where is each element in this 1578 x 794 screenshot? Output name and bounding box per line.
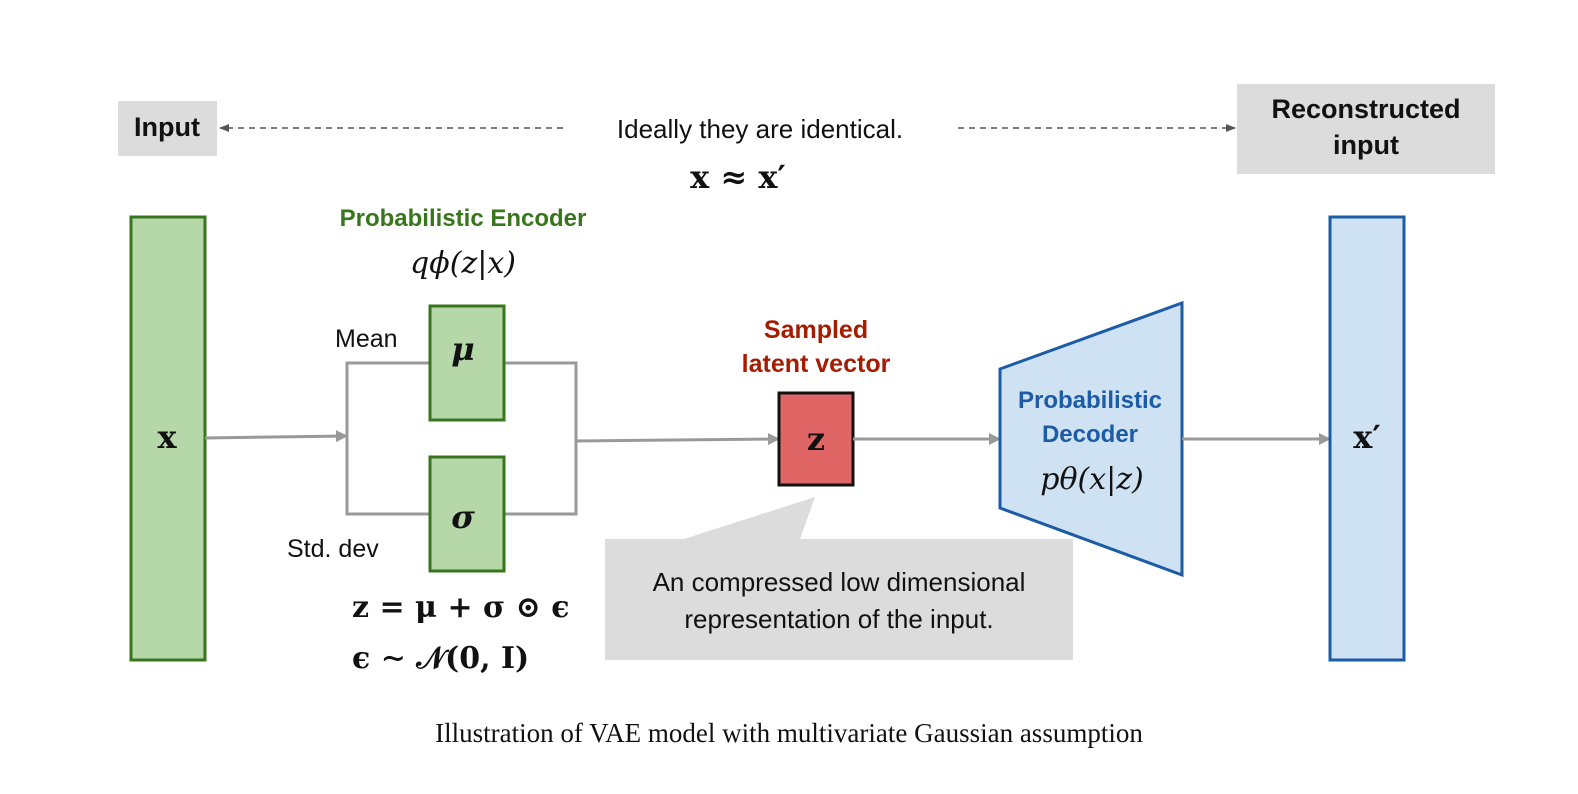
output-x-prime-block	[1328, 215, 1406, 662]
decoder-formula: pθ(x|z)	[1040, 462, 1144, 497]
reparam-formula: z = μ + σ ⊙ ϵ	[352, 590, 569, 625]
sampled-label-line1: Sampled	[764, 316, 868, 344]
mu-label: μ	[451, 330, 474, 368]
noise-formula: ϵ ∼ 𝒩(0, I)	[352, 641, 529, 676]
output-x-prime-label: x′	[1353, 418, 1381, 456]
encoder-bracket-right	[504, 361, 578, 516]
std-dev-label: Std. dev	[287, 535, 379, 563]
arrow-encoder-to-z	[575, 433, 780, 446]
decoder-trapezoid	[998, 300, 1184, 578]
encoder-bracket-left	[345, 361, 430, 516]
mean-label: Mean	[335, 325, 398, 353]
z-label: z	[807, 420, 825, 458]
input-x-block	[129, 215, 207, 662]
approx-formula: x ≈ x′	[690, 158, 786, 196]
reconstructed-input-label-line2: input	[1333, 130, 1399, 160]
encoder-title: Probabilistic Encoder	[340, 205, 587, 232]
sampled-label-line2: latent vector	[742, 350, 891, 378]
input-x-label: x	[157, 418, 177, 456]
arrow-x-to-encoder	[204, 430, 348, 443]
sigma-block	[428, 455, 506, 573]
encoder-formula: qϕ(z|x)	[410, 246, 516, 281]
mu-block	[428, 304, 506, 422]
callout-text-line2: representation of the input.	[684, 604, 993, 634]
callout-box	[605, 497, 1073, 660]
figure-caption: Illustration of VAE model with multivari…	[435, 718, 1143, 748]
identical-note: Ideally they are identical.	[617, 114, 903, 144]
callout-text-line1: An compressed low dimensional	[653, 567, 1026, 597]
input-label: Input	[134, 112, 200, 142]
reconstructed-input-label-line1: Reconstructed	[1271, 94, 1460, 124]
sigma-label: σ	[451, 498, 475, 536]
decoder-label-line1: Probabilistic	[1018, 387, 1162, 414]
input-label-box	[118, 101, 217, 156]
decoder-label-line2: Decoder	[1042, 421, 1138, 448]
reconstructed-input-box	[1237, 84, 1495, 174]
